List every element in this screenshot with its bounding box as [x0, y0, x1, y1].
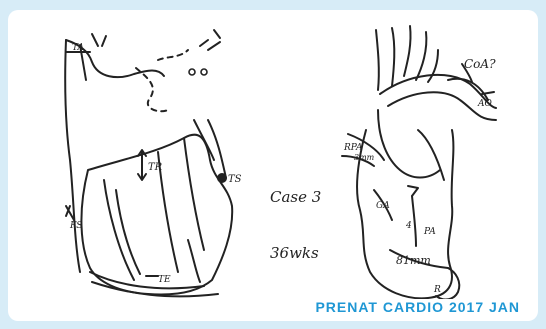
- ta-note: TA: [72, 43, 85, 53]
- footer-label: PRENAT CARDIO 2017 JAN: [313, 299, 522, 315]
- gestational-age-note: 36wks: [270, 244, 319, 262]
- pa-note: PA: [423, 227, 436, 237]
- rpa-note: RPA: [343, 143, 363, 153]
- ga-note: GA: [376, 201, 390, 211]
- measure-81mm-note: 81mm: [396, 254, 431, 267]
- ts-note: TS: [228, 174, 242, 185]
- case-number-note: Case 3: [270, 188, 321, 206]
- fs-note: FS: [69, 221, 82, 231]
- ao-note: AO: [477, 99, 492, 109]
- tr-note: TR: [148, 162, 163, 173]
- measure-3mm-note: 3mm: [354, 153, 375, 162]
- measure-4-note: 4: [405, 221, 412, 231]
- te-note: TE: [158, 275, 171, 285]
- heart-sketch-illustration: Case 3 36wks CoA? TR TS RPA PA AO TE FS …: [8, 10, 538, 321]
- coa-note: CoA?: [464, 57, 496, 71]
- measure-r-note: R: [433, 285, 441, 295]
- sketch-panel: Case 3 36wks CoA? TR TS RPA PA AO TE FS …: [8, 10, 538, 321]
